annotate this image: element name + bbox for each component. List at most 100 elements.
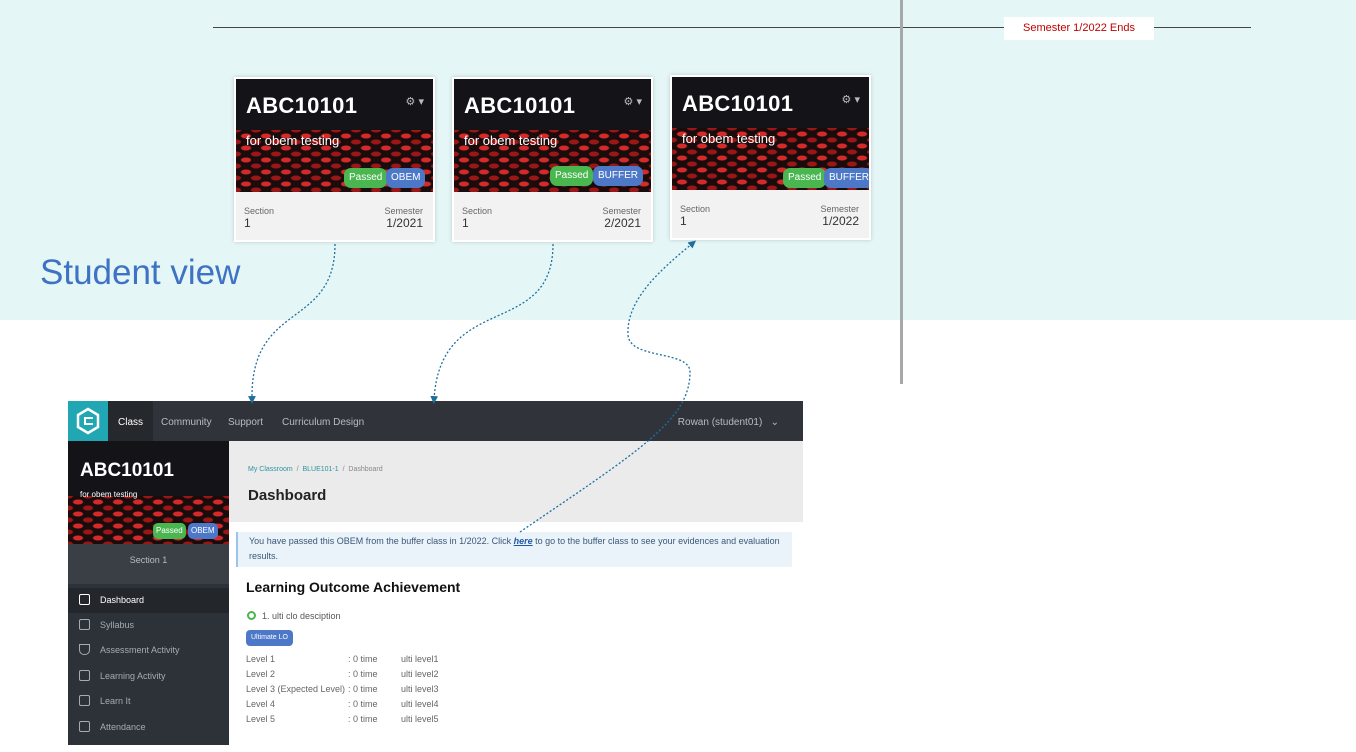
level-desc: ulti level5 [401, 714, 439, 724]
card-footer: Section 1 Semester 2/2021 [454, 192, 651, 240]
banner-pattern [236, 130, 433, 192]
level-name: Level 4 [246, 699, 276, 709]
clo-description: 1. ulti clo desciption [262, 611, 341, 621]
checkbox-icon [79, 721, 90, 732]
section-value: 1 [462, 216, 469, 230]
gear-icon[interactable]: ⚙ ▾ [841, 94, 860, 106]
buffer-notice: You have passed this OBEM from the buffe… [236, 532, 792, 567]
section-label: Section [462, 206, 493, 216]
semester-divider [900, 0, 903, 384]
student-view-caption: Student view [40, 253, 241, 292]
card-course-desc: for obem testing [682, 131, 776, 146]
sidebar-item-attendance[interactable]: Attendance [68, 715, 229, 740]
breadcrumb-separator: / [294, 466, 303, 473]
level-name: Level 1 [246, 654, 276, 664]
passed-badge: Passed [550, 166, 594, 186]
top-nav: Class Community Support Curriculum Desig… [68, 401, 803, 441]
card-banner: ABC10101 for obem testing ⚙ ▾ Passed OBE… [236, 79, 433, 192]
nav-curriculum-design[interactable]: Curriculum Design [282, 417, 365, 428]
semester-value: 2/2021 [604, 216, 641, 230]
sidebar-item-label: Attendance [100, 722, 146, 732]
section-title: Learning Outcome Achievement [246, 579, 461, 595]
user-name: Rowan (student01) [677, 417, 763, 428]
sidebar-item-learning-activity[interactable]: Learning Activity [68, 664, 229, 689]
buffer-badge: BUFFER [824, 168, 869, 188]
user-menu[interactable]: Rowan (student01) ⌄ [678, 401, 779, 441]
level-name: Level 3 (Expected Level) [246, 684, 346, 694]
sidebar-item-label: Learn It [100, 696, 131, 706]
sidebar-item-learn-it[interactable]: Learn It [68, 689, 229, 714]
logo[interactable] [68, 401, 108, 441]
breadcrumb-class[interactable]: BLUE101-1 [302, 466, 339, 473]
level-name: Level 5 [246, 714, 276, 724]
sidebar-item-label: Dashboard [100, 595, 145, 605]
sidebar-course-code: ABC10101 [80, 460, 174, 481]
card-course-desc: for obem testing [464, 133, 558, 148]
course-card[interactable]: ABC10101 for obem testing ⚙ ▾ Passed OBE… [234, 77, 435, 242]
calendar-icon [79, 670, 90, 681]
level-desc: ulti level4 [401, 699, 439, 709]
semester-label: Semester [384, 206, 423, 216]
arrow-card1-to-app [248, 243, 336, 404]
card-course-code: ABC10101 [464, 93, 576, 118]
semester-end-label: Semester 1/2022 Ends [1004, 17, 1154, 40]
sidebar-item-assessment-activity[interactable]: Assessment Activity [68, 638, 229, 663]
card-banner: ABC10101 for obem testing ⚙ ▾ Passed BUF… [454, 79, 651, 192]
card-course-code: ABC10101 [682, 91, 794, 116]
breadcrumb: My Classroom / BLUE101-1 / Dashboard [248, 466, 383, 473]
sidebar-item-label: Learning Activity [100, 671, 166, 681]
sidebar-item-dashboard[interactable]: Dashboard [68, 588, 229, 613]
level-desc: ulti level1 [401, 654, 439, 664]
page-title: Dashboard [248, 487, 327, 504]
sidebar-course-desc: for obem testing [80, 490, 138, 499]
notice-text: to go to the buffer class to see your ev… [249, 536, 780, 561]
level-count: : 0 time [348, 684, 378, 694]
card-course-code: ABC10101 [246, 93, 358, 118]
passed-badge: Passed [344, 168, 388, 188]
obem-badge: OBEM [386, 168, 426, 188]
course-card[interactable]: ABC10101 for obem testing ⚙ ▾ Passed BUF… [452, 77, 653, 242]
course-card[interactable]: ABC10101 for obem testing ⚙ ▾ Passed BUF… [670, 75, 871, 240]
section-label: Section [680, 204, 711, 214]
level-desc: ulti level3 [401, 684, 439, 694]
card-banner: ABC10101 for obem testing ⚙ ▾ Passed BUF… [672, 77, 869, 190]
sidebar-course-header: ABC10101 for obem testing Passed OBEM [68, 441, 229, 544]
chevron-down-icon: ⌄ [765, 417, 779, 428]
obem-badge: OBEM [188, 523, 218, 539]
notice-text: You have passed this OBEM from the buffe… [249, 536, 514, 546]
semester-label: Semester [602, 206, 641, 216]
banner-pattern [672, 128, 869, 190]
sidebar-item-syllabus[interactable]: Syllabus [68, 613, 229, 638]
section-value: 1 [680, 214, 687, 228]
ultimate-lo-badge: Ultimate LO [246, 630, 293, 646]
level-count: : 0 time [348, 699, 378, 709]
arrow-link-to-card3 [519, 240, 697, 533]
semester-label: Semester [820, 204, 859, 214]
sidebar-item-label: Syllabus [100, 620, 135, 630]
card-footer: Section 1 Semester 1/2022 [672, 190, 869, 238]
breadcrumb-separator: / [340, 466, 349, 473]
semester-value: 1/2022 [822, 214, 859, 228]
section-label: Section [244, 206, 275, 216]
logo-icon [76, 407, 100, 435]
passed-badge: Passed [783, 168, 827, 188]
nav-community[interactable]: Community [161, 417, 212, 428]
semester-value: 1/2021 [386, 216, 423, 230]
breadcrumb-current: Dashboard [348, 466, 383, 473]
nav-class[interactable]: Class [108, 401, 154, 441]
clo-row: 1. ulti clo desciption [247, 611, 341, 621]
sidebar-item-label: Assessment Activity [100, 645, 180, 655]
sidebar-section: Section 1 [68, 544, 229, 584]
buffer-badge: BUFFER [593, 166, 643, 186]
nav-support[interactable]: Support [228, 417, 264, 428]
play-icon [79, 695, 90, 706]
app-screenshot: Class Community Support Curriculum Desig… [68, 401, 803, 745]
arrow-card2-to-app [430, 243, 554, 404]
buffer-class-link[interactable]: here [513, 536, 533, 546]
semester-timeline [213, 27, 1251, 28]
gear-icon[interactable]: ⚙ ▾ [405, 96, 424, 108]
sidebar: ABC10101 for obem testing Passed OBEM Se… [68, 441, 229, 745]
gear-icon[interactable]: ⚙ ▾ [623, 96, 642, 108]
breadcrumb-my-classroom[interactable]: My Classroom [248, 466, 293, 473]
